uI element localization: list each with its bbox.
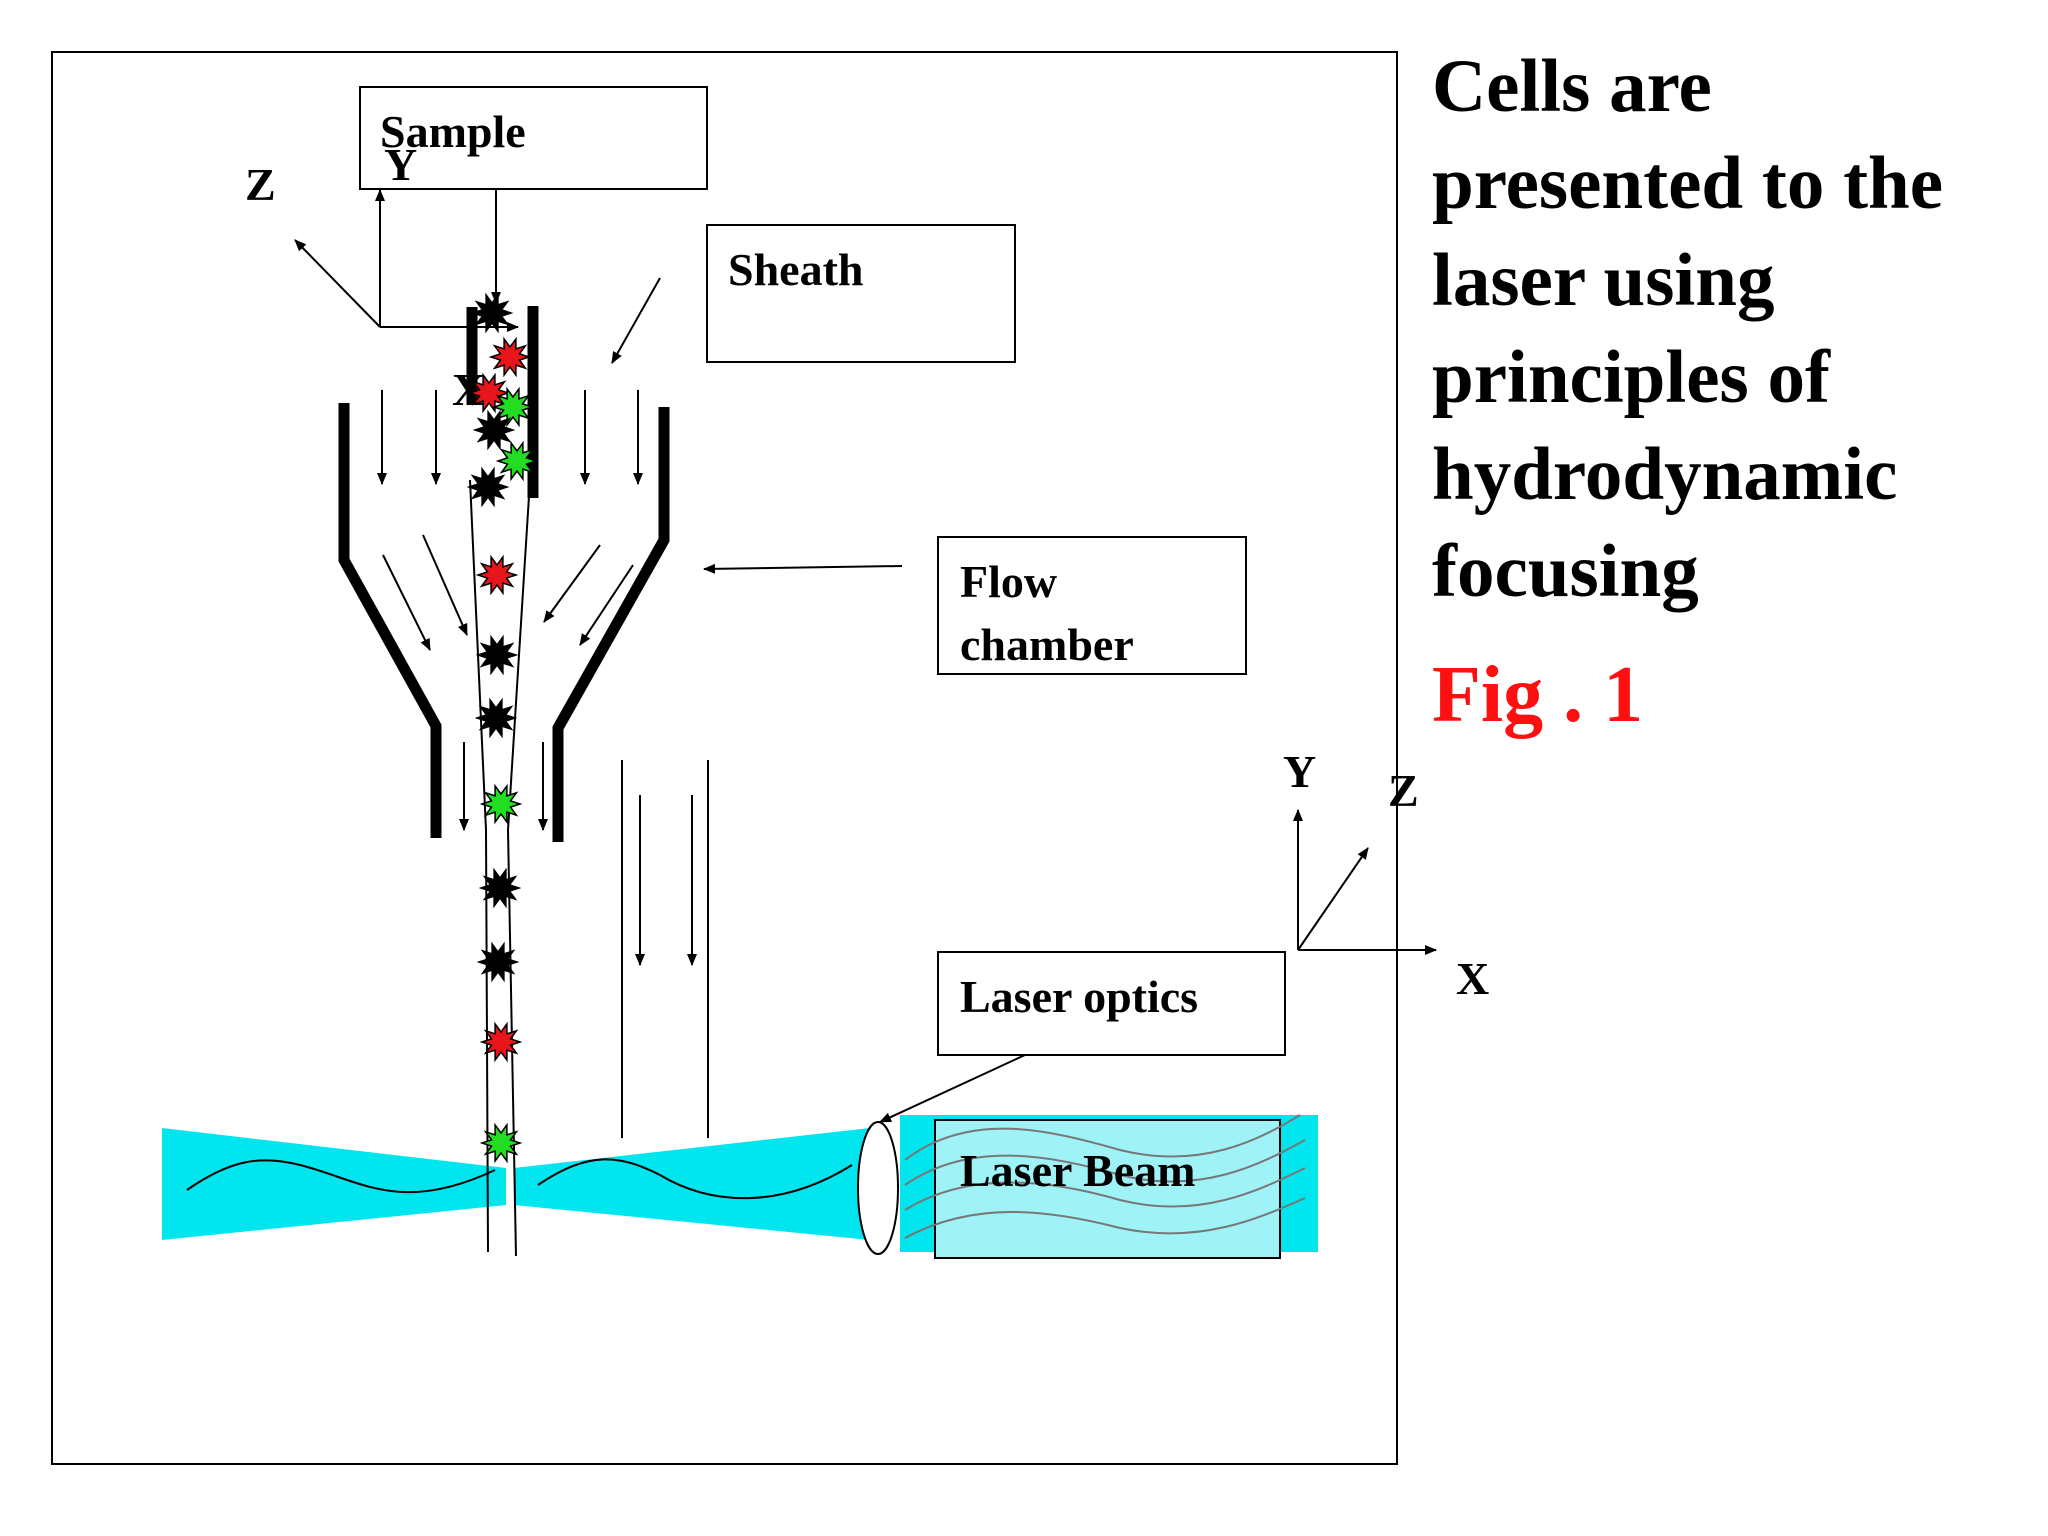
flow-chamber-label-line2: chamber: [960, 619, 1134, 670]
flow-chamber-label-line1: Flow: [960, 556, 1057, 607]
laser-beam: [162, 1114, 1318, 1259]
laser-beam-left: [162, 1128, 506, 1240]
cell-red: [467, 372, 511, 414]
caption-line: focusing: [1432, 530, 1699, 613]
laser-beam-right: [514, 1128, 870, 1240]
axis-top-z: Z: [245, 159, 276, 210]
caption-line: Cells are: [1432, 45, 1712, 128]
cell-black: [474, 697, 518, 739]
cell-black: [478, 867, 522, 909]
cell-red: [475, 554, 519, 596]
sheath-stream-lines: [621, 760, 709, 1138]
sample-stream: [469, 479, 531, 1257]
laser-optics-label-box: [937, 951, 1286, 1056]
caption-line: principles of: [1432, 336, 1830, 419]
caption-line: hydrodynamic: [1432, 433, 1898, 516]
sample-label: Sample: [380, 106, 526, 157]
caption-line: laser using: [1432, 239, 1775, 322]
cell-black: [476, 941, 520, 983]
laser-wave-right: [537, 1158, 853, 1200]
caption-line: presented to the: [1432, 142, 1944, 225]
axis-right-z: Z: [1388, 765, 1419, 816]
laser-wave-left: [186, 1159, 496, 1194]
flow-chamber-right-wall: [552, 407, 670, 842]
caption: Cells are presented to the laser using p…: [1432, 38, 2032, 620]
flow-arrows: [377, 190, 1026, 1123]
diagram-frame: [51, 51, 1398, 1465]
laser-optics-lens: [857, 1121, 899, 1255]
axis-right-x: X: [1456, 953, 1489, 1004]
figure-label: Fig . 1: [1432, 651, 1644, 739]
axis-right-y: Y: [1283, 746, 1316, 797]
cell-black: [466, 466, 510, 508]
cells: [466, 292, 539, 1164]
sheath-label-box: [706, 224, 1016, 363]
cell-green: [479, 783, 523, 825]
cell-black: [470, 292, 514, 334]
sample-label-box: [359, 86, 708, 190]
cell-black: [472, 409, 516, 451]
cell-red: [479, 1021, 523, 1063]
laser-beam-label: Laser Beam: [960, 1145, 1196, 1196]
laser-optics-label: Laser optics: [960, 971, 1198, 1022]
flow-chamber-left-wall: [338, 403, 442, 838]
cell-green: [491, 386, 535, 428]
flow-chamber-label-box: [937, 536, 1247, 675]
axis-top-y: Y: [384, 139, 417, 190]
flow-chamber: [338, 306, 670, 842]
cell-black: [475, 634, 519, 676]
cell-green: [495, 440, 539, 482]
cell-green: [479, 1122, 523, 1164]
sheath-label: Sheath: [728, 244, 863, 295]
laser-beam-label-box: [934, 1119, 1281, 1259]
axes-right: [1293, 809, 1437, 955]
cell-red: [488, 336, 532, 378]
